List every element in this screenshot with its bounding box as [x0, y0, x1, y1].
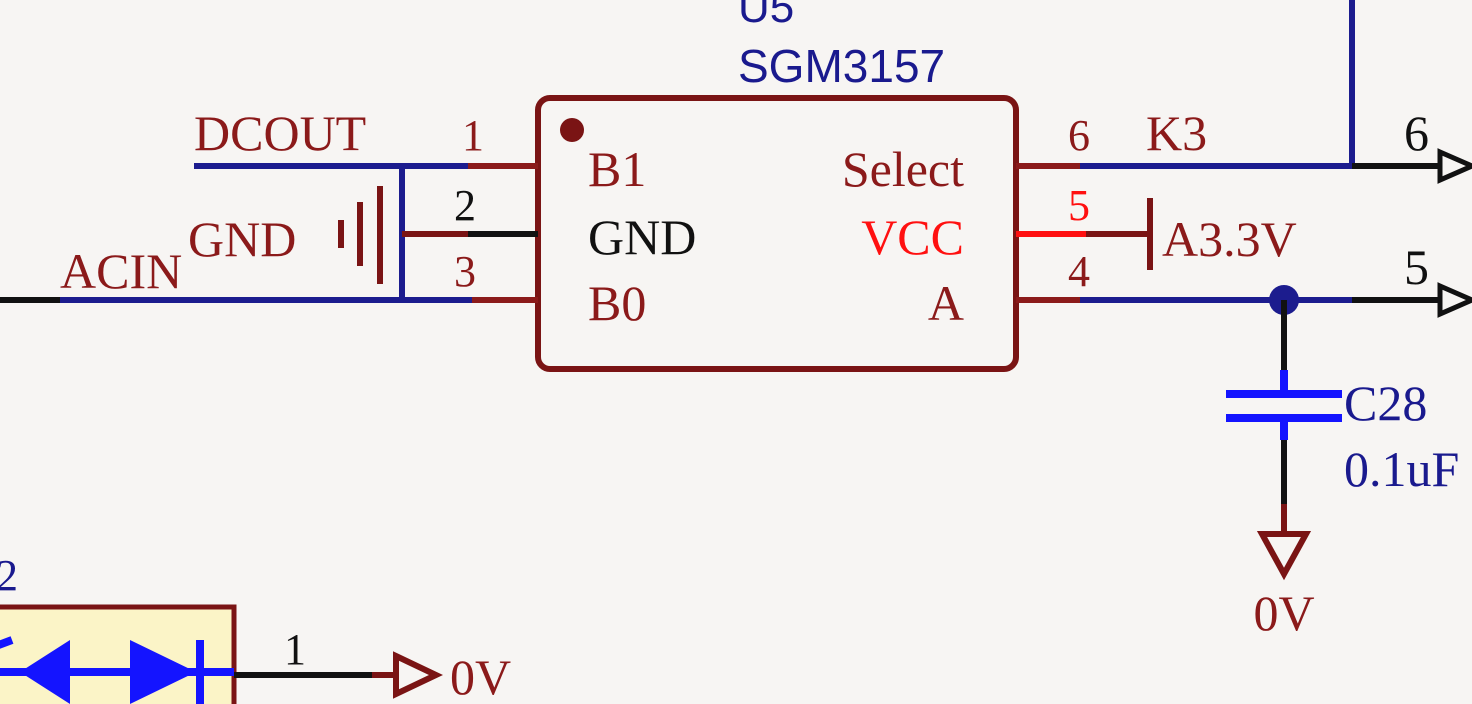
power-net-label: A3.3V	[1162, 211, 1297, 267]
diode-pin-2-number: 2	[0, 551, 18, 600]
diode-ground-label: 0V	[450, 649, 511, 704]
offpage-connector-6-icon[interactable]	[1437, 148, 1472, 184]
pin-5-number: 5	[1068, 181, 1090, 230]
net-dcout-label: DCOUT	[194, 105, 366, 161]
pin-1-number: 1	[462, 111, 484, 160]
pin-4-number: 4	[1068, 247, 1090, 296]
diode-component-body[interactable]	[0, 604, 237, 704]
pin-2-number: 2	[454, 181, 476, 230]
ground-icon[interactable]	[338, 186, 383, 284]
capacitor-value: 0.1uF	[1344, 441, 1459, 497]
offpage-6-label: 6	[1404, 105, 1429, 161]
offpage-connector-5-icon[interactable]	[1437, 282, 1472, 318]
pin-5-name: VCC	[861, 209, 964, 265]
cap-ground-label: 0V	[1253, 585, 1314, 641]
pin-3-number: 3	[454, 247, 476, 296]
diode-ground-arrow-icon[interactable]	[393, 651, 443, 699]
component-part-number[interactable]: SGM3157	[738, 40, 945, 92]
pin-6-number: 6	[1068, 111, 1090, 160]
net-k3-label: K3	[1146, 105, 1207, 161]
net-acin-label: ACIN	[60, 243, 182, 299]
ground-arrow-icon[interactable]	[1256, 531, 1312, 581]
gnd-net-label: GND	[188, 211, 296, 267]
capacitor-designator[interactable]: C28	[1344, 375, 1427, 431]
pin1-marker-dot	[560, 118, 584, 142]
pin-3-name: B0	[588, 275, 646, 331]
pin-4-name: A	[928, 275, 964, 331]
diode-symbols-icon	[0, 636, 234, 704]
pin-2-name: GND	[588, 209, 696, 265]
pin-1-name: B1	[588, 141, 646, 197]
diode-pin-1-number: 1	[284, 625, 306, 674]
offpage-5-label: 5	[1404, 239, 1429, 295]
pin-6-name: Select	[842, 141, 964, 197]
component-designator[interactable]: U5	[738, 0, 794, 32]
